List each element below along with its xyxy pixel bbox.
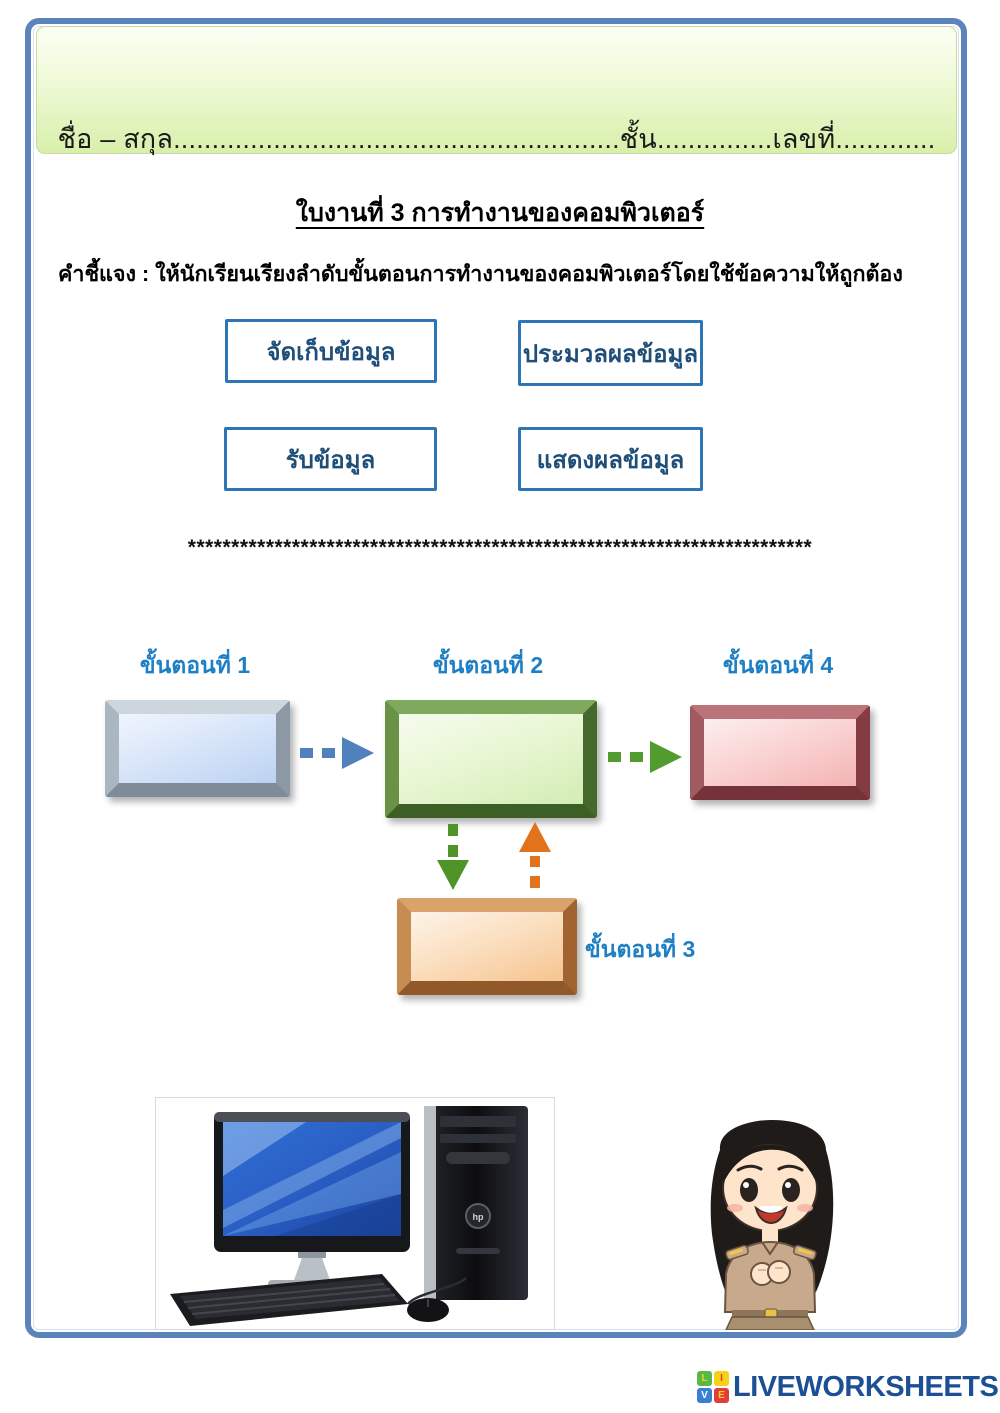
step-1-drop-box[interactable] xyxy=(105,700,290,797)
mouse xyxy=(406,1277,467,1322)
step-1-label: ขั้นตอนที่ 1 xyxy=(139,652,251,678)
step-3-label: ขั้นตอนที่ 3 xyxy=(585,936,696,962)
word-card-store-data[interactable]: จัดเก็บข้อมูล xyxy=(225,319,437,383)
name-class-number-line[interactable]: ชื่อ – สกุล.............................… xyxy=(57,124,936,154)
arrow-right-green-icon xyxy=(606,739,684,775)
arrow-down-green-icon xyxy=(435,822,471,892)
keyboard xyxy=(170,1274,408,1326)
liveworksheets-logo[interactable]: L I V E LIVEWORKSHEETS xyxy=(697,1369,999,1405)
worksheet-title: ใบงานที่ 3 การทำงานของคอมพิวเตอร์ xyxy=(295,199,705,227)
instruction-text: คำชี้แจง : ให้นักเรียนเรียงลำดับขั้นตอนก… xyxy=(58,262,903,286)
epaulette xyxy=(725,1244,817,1261)
logo-tile-l: L xyxy=(697,1371,712,1386)
computer-illustration: hp xyxy=(170,1106,528,1326)
arrow-right-blue-icon xyxy=(298,735,376,771)
computer-image: hp xyxy=(155,1097,555,1330)
word-card-process-data[interactable]: ประมวลผลข้อมูล xyxy=(518,320,703,386)
step-3-drop-box[interactable] xyxy=(397,898,577,995)
word-card-input-data[interactable]: รับข้อมูล xyxy=(224,427,437,491)
liveworksheets-logo-text: LIVEWORKSHEETS xyxy=(733,1370,999,1403)
word-card-output-data[interactable]: แสดงผลข้อมูล xyxy=(518,427,703,491)
logo-tile-v: V xyxy=(697,1388,712,1403)
asterisk-divider: ****************************************… xyxy=(187,536,813,559)
step-2-label: ขั้นตอนที่ 2 xyxy=(432,652,544,678)
svg-text:hp: hp xyxy=(473,1212,484,1222)
arrow-up-orange-icon xyxy=(517,820,553,890)
step-4-label: ขั้นตอนที่ 4 xyxy=(722,652,834,678)
monitor xyxy=(214,1112,410,1289)
teacher-illustration xyxy=(710,1119,834,1331)
header-box: ชื่อ – สกุล.............................… xyxy=(36,26,957,154)
teacher-image xyxy=(662,1098,880,1331)
tower: hp xyxy=(424,1106,528,1300)
logo-tile-e: E xyxy=(714,1388,729,1403)
liveworksheets-logo-icon: L I V E xyxy=(697,1371,729,1403)
step-4-drop-box[interactable] xyxy=(690,705,870,800)
step-2-drop-box[interactable] xyxy=(385,700,597,818)
logo-tile-i: I xyxy=(714,1371,729,1386)
